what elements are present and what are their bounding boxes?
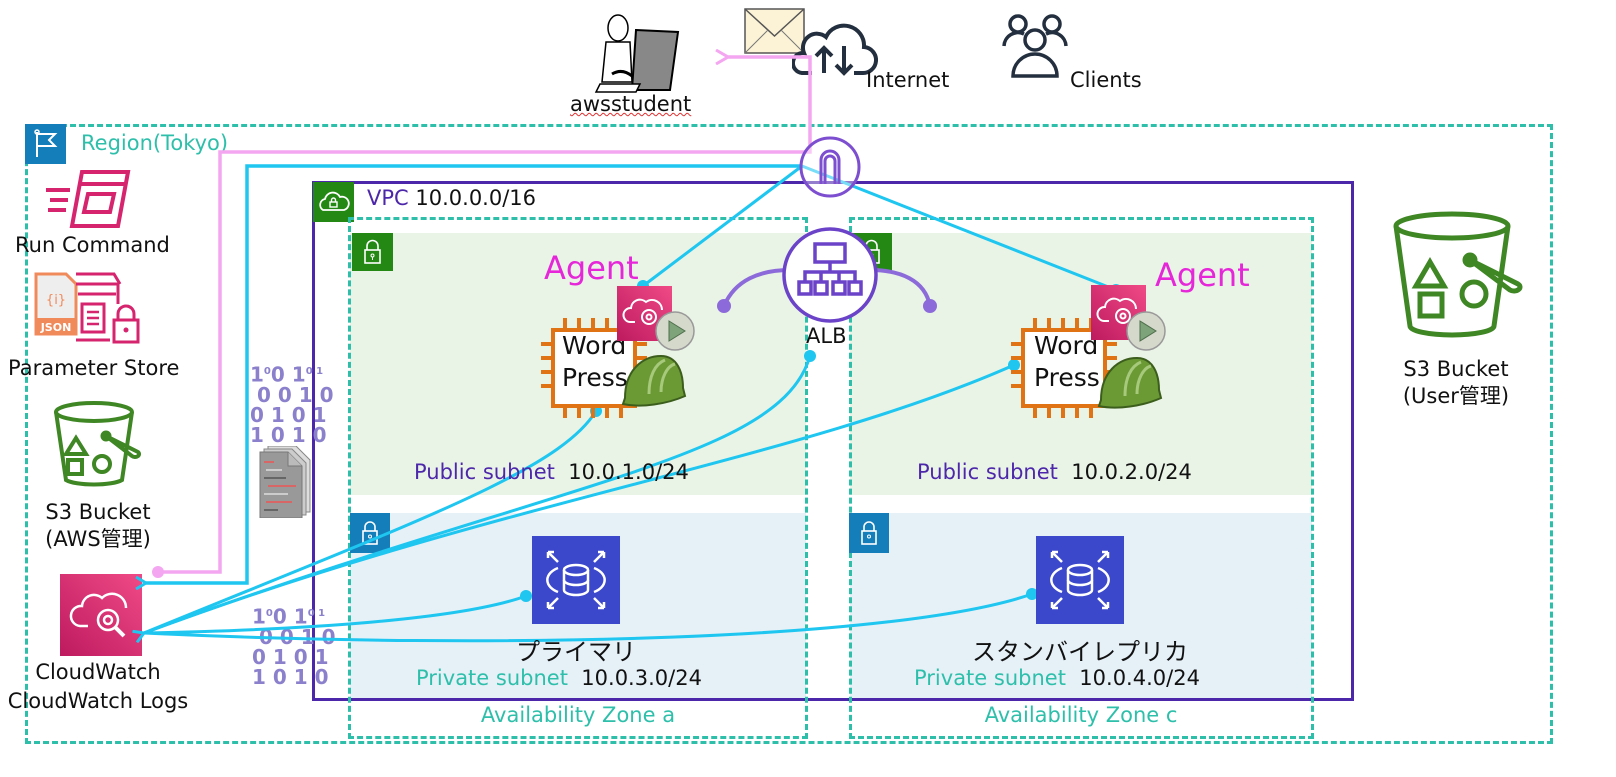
public-subnet-a-cidr: 10.0.1.0/24 — [568, 460, 689, 484]
private-subnet-c-name: Private subnet — [914, 666, 1066, 690]
rds-standby-icon — [1036, 536, 1124, 624]
alb-arm-right-dot — [923, 299, 937, 313]
agent-a-play-icon — [654, 310, 696, 352]
svg-text:JSON: JSON — [40, 321, 72, 334]
private-subnet-c-cidr: 10.0.4.0/24 — [1079, 666, 1200, 690]
agent-c-cloudwatch-icon — [1091, 285, 1146, 340]
clients-users-icon — [1000, 10, 1070, 80]
az-c-box — [849, 217, 1314, 739]
region-label: Region(Tokyo) — [81, 131, 229, 155]
private-subnet-c-lock-icon — [849, 513, 889, 553]
run-command-label: Run Command — [15, 233, 170, 257]
agent-a-label: Agent — [544, 249, 639, 287]
internet-gateway-icon — [799, 136, 861, 198]
s3-bucket-aws-name: S3 Bucket — [45, 500, 151, 524]
clients-label: Clients — [1070, 68, 1142, 92]
binary-data-icon-2: 100 10 1 0 0 1 0 0 1 0 1 1 0 1 0 — [252, 604, 336, 689]
run-command-icon — [44, 168, 132, 230]
binary-data-icon: 100 10 1 0 0 1 0 0 1 0 1 1 0 1 0 — [250, 362, 334, 447]
wordpress-c-line2: Press — [1034, 363, 1100, 392]
log-flow-db-a — [143, 594, 527, 635]
az-a-label: Availability Zone a — [480, 703, 676, 727]
s3-bucket-user-icon — [1390, 210, 1528, 342]
rds-primary-label: プライマリ — [516, 638, 636, 666]
private-subnet-a-lock-icon — [350, 513, 390, 553]
rds-primary-icon — [532, 536, 620, 624]
az-c-label: Availability Zone c — [984, 703, 1178, 727]
s3-bucket-aws-label: S3 Bucket (AWS管理) — [30, 499, 166, 553]
user-label: awsstudent — [570, 92, 692, 116]
private-subnet-a-label: Private subnet 10.0.3.0/24 — [416, 666, 702, 690]
s3-bucket-aws-icon — [52, 400, 148, 490]
cloudwatch-name: CloudWatch — [35, 660, 161, 684]
vpc-cidr: 10.0.0.0/16 — [415, 186, 537, 210]
wordpress-a-line1: Word — [562, 331, 627, 360]
alb-icon — [781, 226, 879, 324]
vpc-box — [312, 181, 1354, 701]
wordpress-c-chip-icon — [1011, 318, 1117, 418]
public-subnet-a-name: Public subnet — [414, 460, 555, 484]
wordpress-a-line2: Press — [562, 363, 628, 392]
mail-flow-start-dot — [152, 566, 164, 578]
cloudwatch-label: CloudWatch CloudWatch Logs — [0, 658, 196, 716]
public-subnet-a-lock-icon — [352, 233, 393, 271]
db-a-dot — [520, 590, 532, 602]
cloudwatch-icon — [60, 574, 142, 656]
alb-dot — [804, 350, 816, 362]
alb-arm-left — [722, 268, 791, 307]
log-flow-wp-a — [144, 410, 598, 633]
hardhat-c-icon — [1095, 354, 1163, 412]
alb-arm-left-dot — [717, 299, 731, 313]
s3-bucket-aws-owner: (AWS管理) — [45, 527, 151, 551]
parameter-store-label: Parameter Store — [8, 356, 180, 380]
agent-c-play-icon — [1125, 310, 1167, 352]
hardhat-a-icon — [619, 352, 687, 410]
user-laptop-icon — [592, 10, 684, 98]
rds-standby-label: スタンバイレプリカ — [972, 638, 1188, 666]
log-flow-db-c — [143, 592, 1033, 643]
s3-bucket-user-owner: (User管理) — [1402, 384, 1510, 408]
public-subnet-c-cidr: 10.0.2.0/24 — [1071, 460, 1192, 484]
region-flag-icon — [25, 124, 66, 164]
private-subnet-c-label: Private subnet 10.0.4.0/24 — [914, 666, 1200, 690]
alb-label: ALB — [806, 324, 847, 348]
endpoint-agent-c-line — [801, 164, 1117, 292]
s3-bucket-user-name: S3 Bucket — [1403, 357, 1509, 381]
vpc-cloud-lock-icon — [313, 182, 354, 222]
public-subnet-c-name: Public subnet — [917, 460, 1058, 484]
public-subnet-c-label: Public subnet 10.0.2.0/24 — [917, 460, 1192, 484]
db-c-dot — [1026, 588, 1038, 600]
wordpress-c-label: Word Press — [1034, 330, 1100, 394]
private-subnet-a-name: Private subnet — [416, 666, 568, 690]
vpc-prefix: VPC — [367, 186, 409, 210]
endpoint-agent-a-line — [642, 164, 803, 288]
log-flow-wp-c — [143, 363, 1015, 635]
log-flow-line-main — [146, 164, 802, 583]
svg-text:{i}: {i} — [46, 293, 66, 308]
s3-bucket-user-label: S3 Bucket (User管理) — [1386, 356, 1526, 410]
public-subnet-a-label: Public subnet 10.0.1.0/24 — [414, 460, 689, 484]
az-a-box — [348, 217, 808, 739]
private-subnet-a-cidr: 10.0.3.0/24 — [581, 666, 702, 690]
parameter-store-icon: JSON {i} — [32, 270, 144, 348]
agent-c-label: Agent — [1155, 256, 1250, 294]
cloudwatch-logs-name: CloudWatch Logs — [7, 689, 189, 713]
mail-flow-line — [158, 57, 812, 574]
log-document-icon — [258, 445, 314, 519]
internet-label: Internet — [866, 68, 950, 92]
wp-c-dot — [1008, 359, 1020, 371]
wordpress-a-label: Word Press — [562, 330, 628, 394]
vpc-label: VPC 10.0.0.0/16 — [367, 186, 536, 210]
region-box — [25, 124, 1553, 744]
mail-envelope-icon — [744, 8, 805, 54]
alb-arm-right — [869, 268, 932, 307]
wordpress-c-line1: Word — [1034, 331, 1099, 360]
